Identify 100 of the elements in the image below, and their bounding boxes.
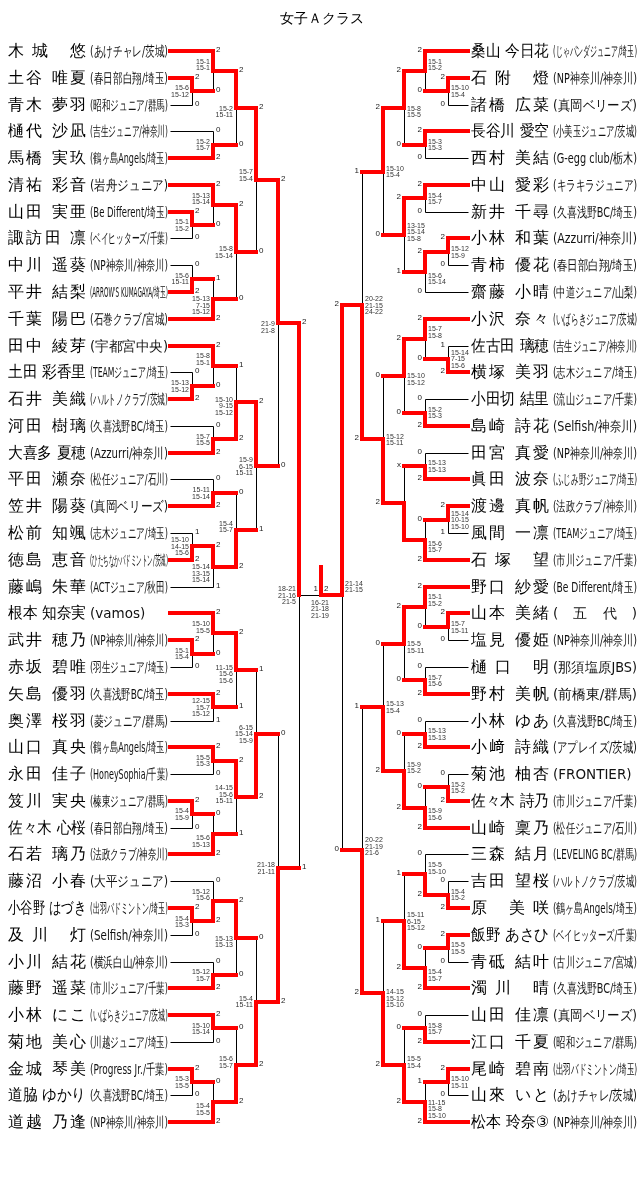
club-name: (久喜浅野BC/埼玉)	[90, 1086, 168, 1105]
game-count: 2	[440, 608, 445, 617]
game-count: 0	[375, 638, 380, 647]
player-name: 樋口 明	[471, 657, 549, 676]
game-count: 0	[216, 876, 221, 885]
player-name: 金城 琴美	[8, 1059, 86, 1078]
player-name: 小林 和葉	[471, 229, 549, 248]
game-count: 0	[216, 86, 221, 95]
game-count: 2	[417, 474, 422, 483]
club-name: (鶴ヶ島Angels/埼玉)	[90, 738, 168, 757]
game-count: 1	[216, 273, 221, 282]
game-count: 0	[417, 206, 422, 215]
club-name: (NP神奈川/神奈川)	[90, 1113, 168, 1132]
game-count: 2	[324, 585, 329, 594]
game-count: 0	[396, 407, 401, 416]
club-name: (市川ジュニア/千葉)	[90, 979, 168, 998]
player-name: 馬橋 実玖	[8, 149, 86, 168]
club-name: (法政クラブ/神奈川)	[90, 845, 168, 864]
game-count: 2	[216, 742, 221, 751]
game-count: 0	[440, 1090, 445, 1099]
game-count: 0	[440, 769, 445, 778]
club-name: (ひたちなかバドミントン/茨城)	[90, 550, 168, 569]
player-name: 千葉 陽巴	[8, 309, 86, 328]
club-name: (前橋東/群馬)	[553, 684, 637, 703]
game-count: 2	[259, 397, 264, 406]
player-name: 田宮 真愛	[471, 443, 549, 462]
game-count: 2	[195, 902, 200, 911]
club-name: (じゃパンダジュニア/埼玉)	[553, 42, 637, 60]
player-name: 笠井 陽葵	[8, 497, 86, 516]
game-count: 2	[195, 1063, 200, 1072]
game-count: 2	[216, 1117, 221, 1126]
club-name: (NP神奈川/神奈川)	[90, 631, 168, 650]
game-count: 2	[239, 628, 244, 637]
player-name: 石附 燈	[471, 68, 549, 87]
game-count: 2	[417, 179, 422, 188]
club-name: (NP神奈川/神奈川)	[553, 68, 637, 87]
player-name: 笈川 実央	[8, 791, 86, 810]
game-count: 2	[239, 200, 244, 208]
game-count: 1	[354, 166, 359, 175]
club-name: (中道ジュニア/山梨)	[553, 283, 637, 301]
club-name: (Selfish/神奈川)	[553, 416, 637, 435]
game-count: 0	[417, 1010, 422, 1019]
club-name: (キラキラジュニア)	[553, 175, 637, 194]
player-name: 赤坂 碧唯	[8, 657, 86, 676]
club-name: (横浜白山/神奈川)	[90, 952, 168, 971]
game-count: 0	[239, 293, 244, 302]
game-count: 2	[440, 367, 445, 376]
player-name: 河田 樹璃	[8, 416, 86, 435]
game-count: 2	[375, 497, 380, 506]
game-count: 2	[417, 46, 422, 54]
club-name: (NP神奈川/神奈川)	[553, 1113, 637, 1132]
club-name: (vamos)	[90, 604, 147, 623]
player-name: 道越 乃逢	[8, 1113, 86, 1132]
player-name: 小沢 奈々	[471, 309, 549, 328]
game-count: 0	[216, 769, 221, 778]
club-name: (流山ジュニア/千葉)	[553, 390, 637, 409]
game-count: 0	[239, 1023, 244, 1032]
game-count: 1	[239, 829, 244, 838]
player-name: 眞田 波奈	[471, 470, 549, 489]
club-name: (榛東ジュニア/群馬)	[90, 791, 168, 810]
game-count: 2	[216, 983, 221, 992]
game-count: 2	[417, 246, 422, 255]
game-count: 0	[239, 969, 244, 978]
game-count: 1	[195, 528, 200, 537]
player-name: 山本 美緒	[471, 604, 549, 623]
game-count: 1	[216, 715, 221, 724]
game-count: 2	[417, 889, 422, 898]
club-name: (市川ジュニア/千葉)	[553, 791, 637, 810]
game-count: 2	[375, 102, 380, 111]
game-count: 2	[195, 72, 200, 81]
player-name: 中山 愛彩	[471, 175, 549, 194]
club-name: (真岡ベリーズ)	[90, 497, 168, 516]
game-count: 1	[216, 581, 221, 590]
game-count: 0	[195, 260, 200, 269]
game-count: 0	[417, 287, 422, 295]
game-count: 0	[216, 956, 221, 965]
game-count: 0	[417, 661, 422, 670]
player-name: 山口 真央	[8, 738, 86, 757]
game-count: 2	[417, 1036, 422, 1045]
club-name: (春日部白翔/埼玉)	[90, 68, 168, 87]
game-count: 2	[216, 179, 221, 188]
game-count: 0	[216, 474, 221, 483]
club-name: (あけチャレ/茨城)	[553, 1086, 637, 1105]
game-count: 2	[239, 434, 244, 443]
game-count: 0	[281, 728, 286, 737]
player-name: 樋代 沙凪	[8, 122, 86, 141]
player-name: 渡邊 真帆	[471, 497, 549, 516]
player-name: 佐古田 璃穂	[471, 336, 549, 355]
game-count: 2	[440, 1063, 445, 1072]
game-count: 2	[417, 688, 422, 697]
game-count: 2	[354, 988, 359, 997]
club-name: (吉生ジュニア/神奈川)	[90, 122, 168, 141]
club-name: (TEAMジュニア/埼玉)	[553, 524, 637, 543]
game-count: 2	[440, 72, 445, 81]
game-count: 0	[216, 380, 221, 389]
player-name: 木城 悠	[8, 42, 86, 60]
player-name: 佐々木 詩乃	[471, 791, 549, 810]
club-name: (出羽バドミントン/埼玉)	[90, 898, 168, 917]
player-name: 藤嶋 朱華	[8, 577, 86, 596]
player-name: 島崎 詩花	[471, 416, 549, 435]
